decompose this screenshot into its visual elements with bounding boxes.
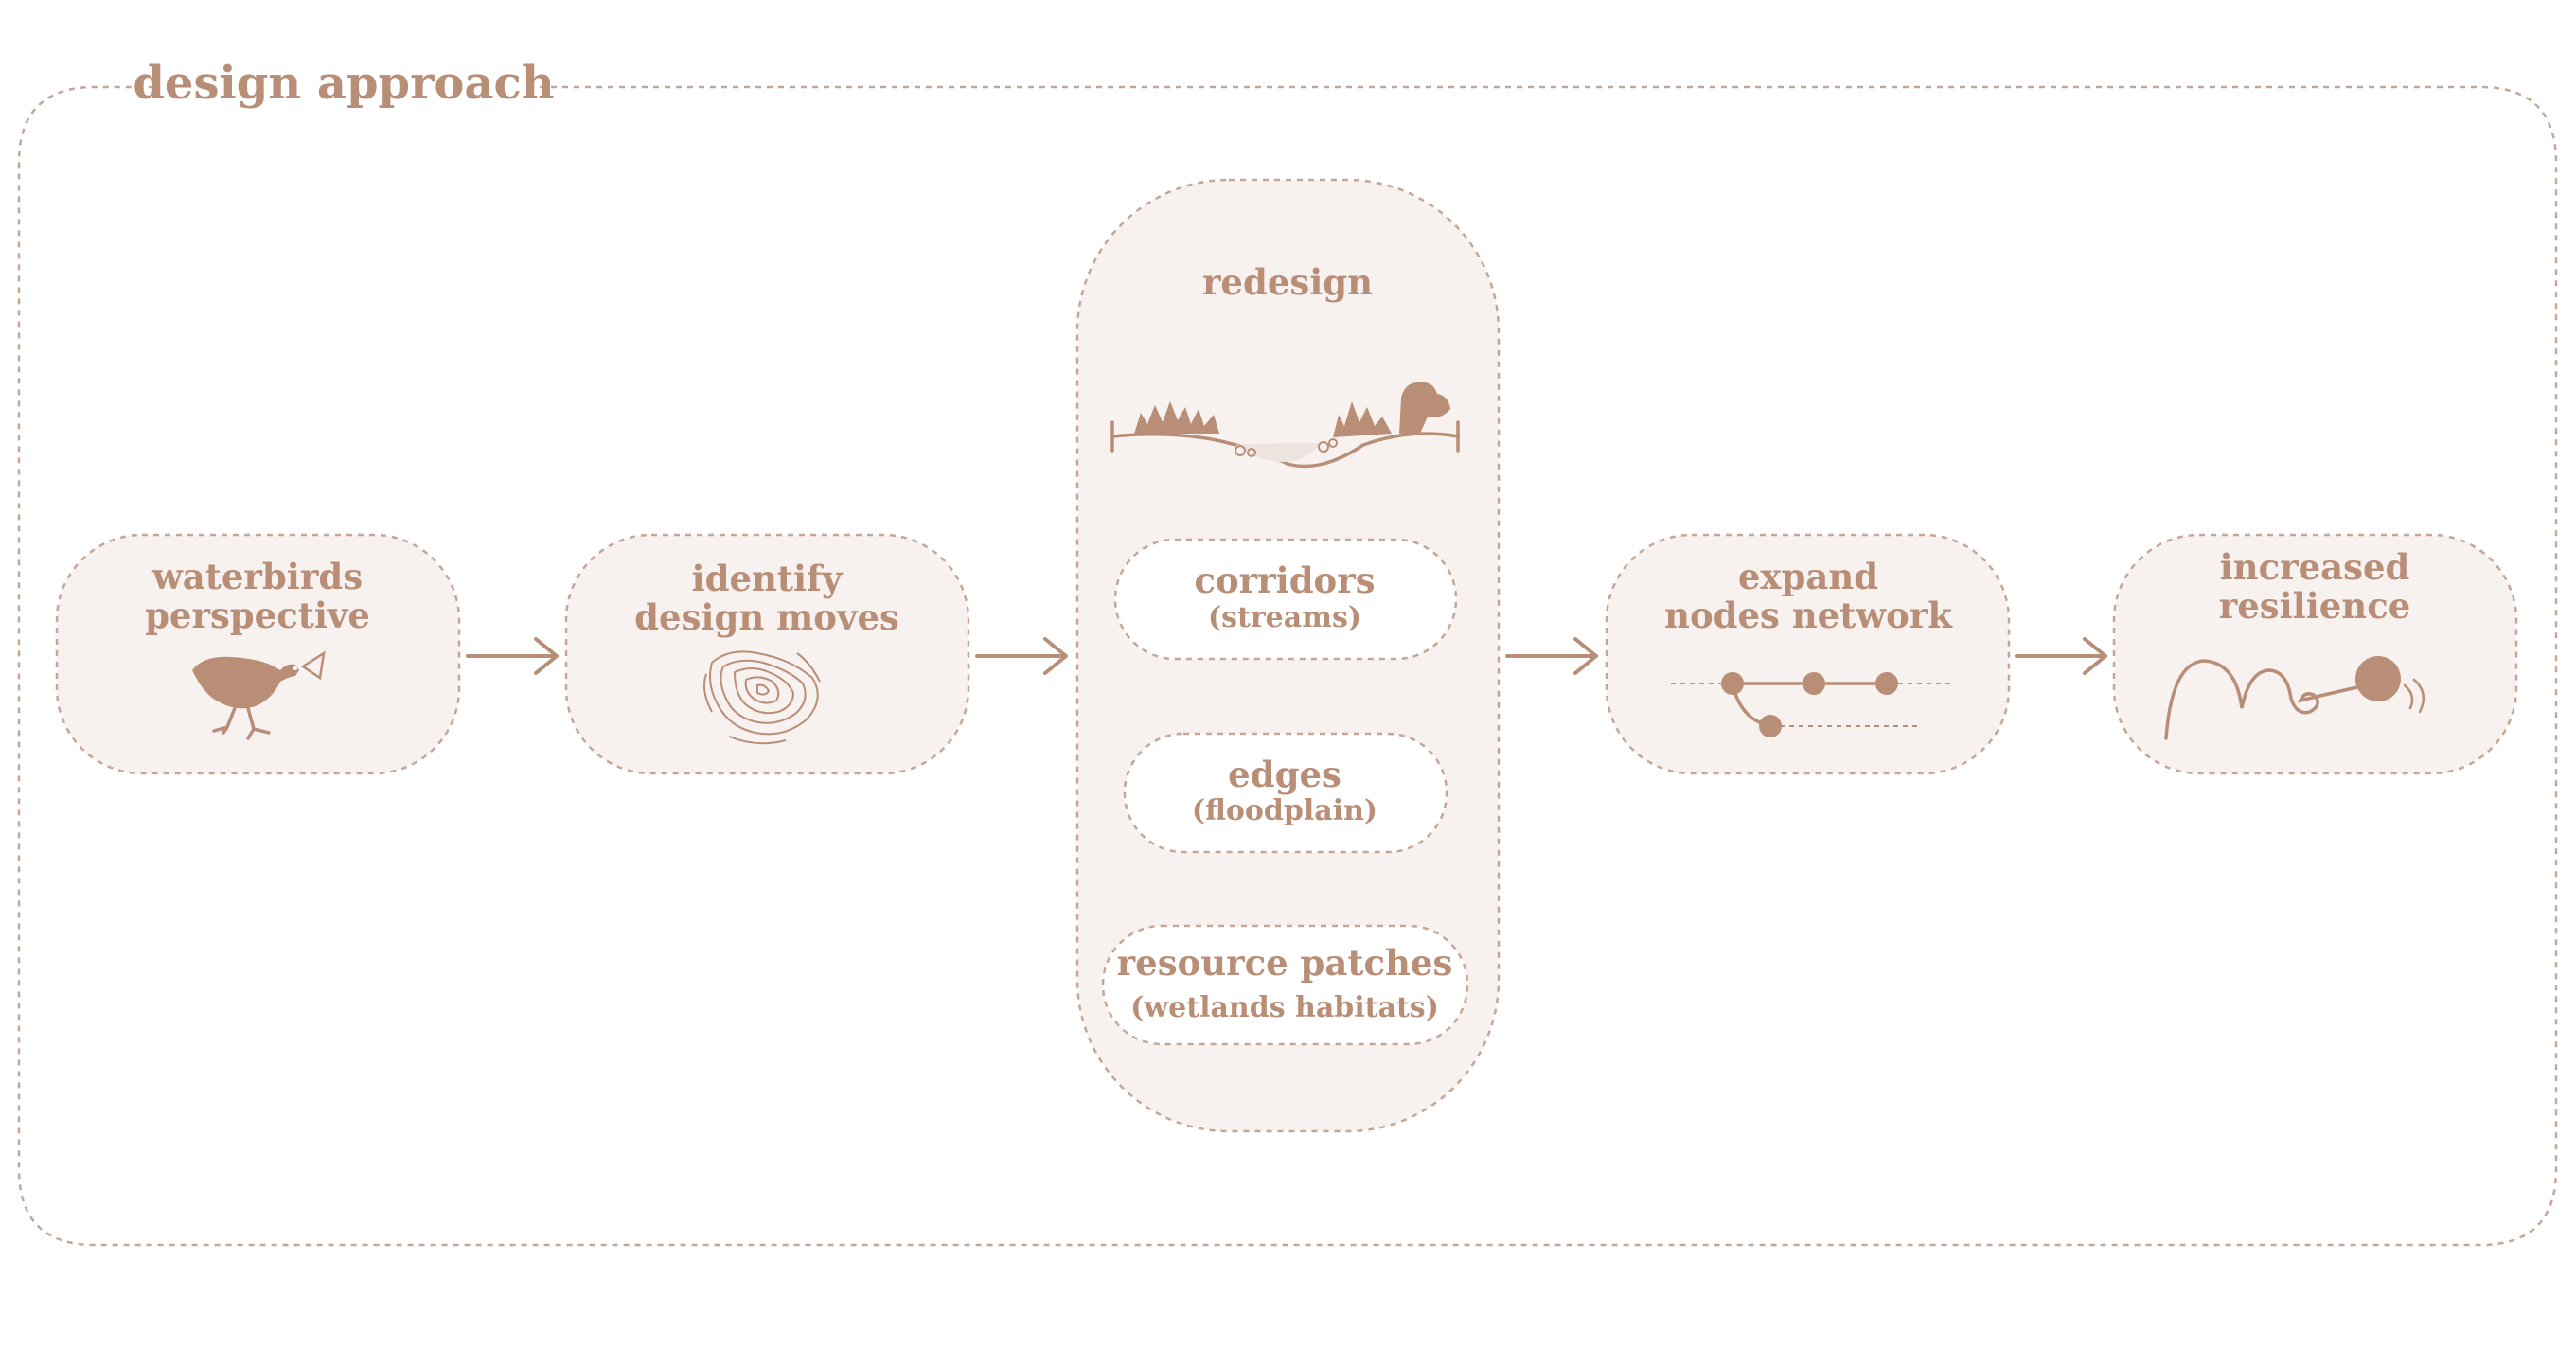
node-network-icon	[1671, 672, 1950, 737]
diagram-title: design approach	[133, 57, 554, 110]
step-identify-design-moves: identify design moves	[564, 533, 970, 775]
redesign-item-corridors: corridors (streams)	[1113, 538, 1458, 661]
step-label-line2: nodes network	[1664, 595, 1953, 636]
step-label-line2: design moves	[634, 596, 899, 638]
flow-arrow-2	[975, 637, 1068, 675]
flow-arrow-4	[2015, 637, 2107, 675]
step-increased-resilience: increased resilience	[2112, 533, 2518, 775]
item-label: resource patches	[1117, 942, 1453, 984]
redesign-item-edges: edges (floodplain)	[1123, 732, 1448, 854]
redesign-heading: redesign	[1202, 261, 1373, 303]
item-label: edges	[1228, 754, 1341, 795]
step-redesign: redesign corridors (streams) edges (floo…	[1075, 178, 1501, 1133]
cross-section-icon	[1110, 382, 1460, 469]
outer-frame	[17, 85, 2558, 1247]
step-label-line1: expand	[1738, 556, 1878, 597]
contour-map-icon	[703, 650, 821, 745]
step-waterbirds-perspective: waterbirds perspective	[55, 533, 461, 775]
item-label: corridors	[1194, 559, 1375, 601]
step-label-line1: waterbirds	[151, 556, 363, 597]
flow-arrow-3	[1505, 637, 1598, 675]
redesign-item-resource-patches: resource patches (wetlands habitats)	[1101, 924, 1469, 1046]
step-label-line2: resilience	[2219, 585, 2411, 627]
step-label-line1: identify	[692, 558, 844, 599]
item-sublabel: (wetlands habitats)	[1130, 991, 1439, 1024]
item-sublabel: (floodplain)	[1192, 794, 1377, 827]
waterbird-icon	[192, 650, 326, 740]
flow-arrow-1	[466, 637, 559, 675]
step-label-line1: increased	[2220, 546, 2410, 588]
bouncing-ball-icon	[2164, 656, 2425, 740]
step-label-line2: perspective	[145, 595, 370, 636]
item-sublabel: (streams)	[1208, 601, 1361, 634]
step-expand-nodes-network: expand nodes network	[1605, 533, 2011, 775]
